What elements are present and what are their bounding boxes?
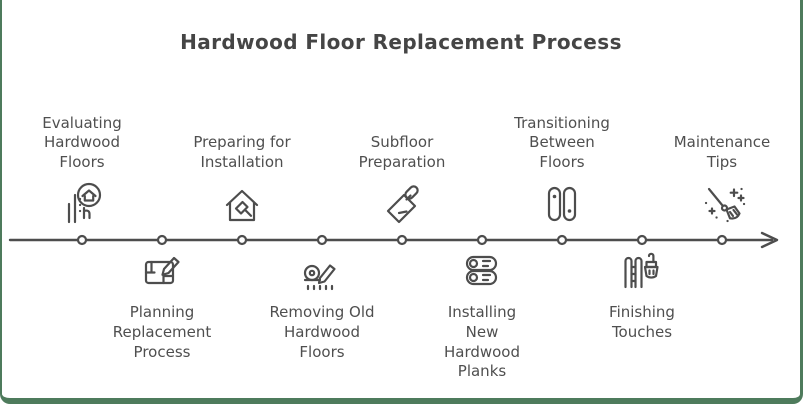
blueprint-pencil-icon xyxy=(137,247,187,297)
transition-strips-icon xyxy=(537,180,587,230)
step-label: Evaluating Hardwood Floors xyxy=(42,113,122,172)
step-finishing-touches: Finishing Touches xyxy=(567,247,717,343)
measuring-tape-pencil-icon xyxy=(297,247,347,297)
step-label: Planning Replacement Process xyxy=(112,303,212,361)
timeline-node xyxy=(316,234,328,246)
step-subfloor-preparation: Subfloor Preparation xyxy=(327,133,477,230)
trowel-icon xyxy=(377,180,427,230)
step-label: Maintenance Tips xyxy=(673,133,771,172)
page-title: Hardwood Floor Replacement Process xyxy=(180,30,622,54)
step-label: Removing Old Hardwood Floors xyxy=(269,303,375,361)
step-label: Preparing for Installation xyxy=(193,133,291,172)
step-label: Finishing Touches xyxy=(609,303,675,341)
broom-sparkles-icon xyxy=(697,180,747,230)
timeline-node xyxy=(636,234,648,246)
step-evaluating-hardwood-floors: Evaluating Hardwood Floors xyxy=(7,114,157,230)
magnifier-house-inspection-icon xyxy=(57,180,107,230)
timeline-node xyxy=(716,234,728,246)
step-label: Transitioning Between Floors xyxy=(514,113,610,172)
timeline-node xyxy=(396,234,408,246)
step-installing-new-hardwood-planks: Installing New Hardwood Planks xyxy=(407,247,557,382)
fence-paintbrush-icon xyxy=(617,247,667,297)
timeline-axis xyxy=(8,231,779,249)
step-label: Subfloor Preparation xyxy=(358,133,446,172)
step-maintenance-tips: Maintenance Tips xyxy=(647,133,797,230)
step-transitioning-between-floors: Transitioning Between Floors xyxy=(487,114,637,230)
timeline-node xyxy=(476,234,488,246)
step-preparing-for-installation: Preparing for Installation xyxy=(167,133,317,230)
timeline-node xyxy=(76,234,88,246)
house-hammer-icon xyxy=(217,180,267,230)
timeline-arrow-icon xyxy=(760,231,779,249)
timeline-nodes xyxy=(76,234,728,246)
step-removing-old-hardwood-floors: Removing Old Hardwood Floors xyxy=(247,247,397,362)
timeline-node xyxy=(236,234,248,246)
step-planning-replacement-process: Planning Replacement Process xyxy=(87,247,237,362)
timeline-node xyxy=(156,234,168,246)
step-label: Installing New Hardwood Planks xyxy=(443,303,521,381)
wood-logs-icon xyxy=(457,247,507,297)
timeline-node xyxy=(556,234,568,246)
